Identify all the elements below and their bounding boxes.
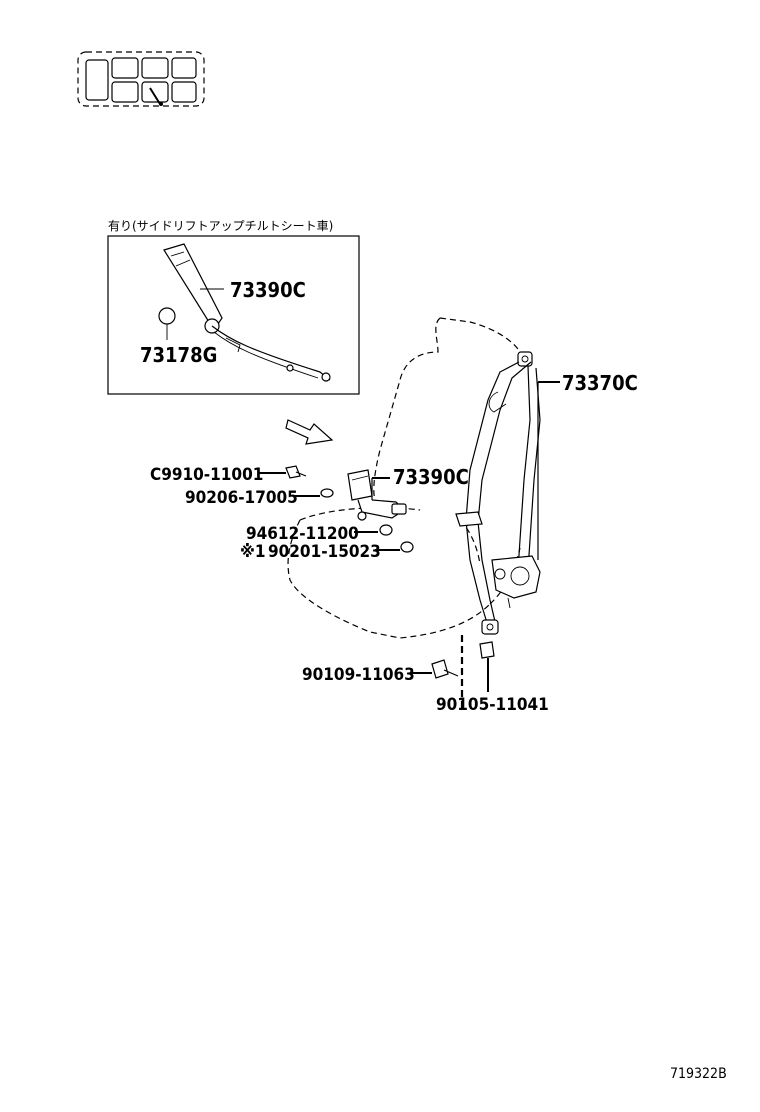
callout-bolt-90109: 90109-11063 [302, 665, 415, 685]
callout-bolt-90105: 90105-11041 [436, 695, 549, 715]
nut-94612 [354, 524, 393, 536]
direction-arrow-icon [285, 419, 334, 445]
callout-nut-90201-mark: ※1 [240, 542, 266, 562]
inset-box: 有り(サイドリフトアップチルトシート車) 73390C 73178G [107, 219, 360, 395]
callout-buckle: 73390C [393, 465, 469, 489]
callout-nut-94612: 94612-11200 [246, 524, 359, 544]
callout-belt-assembly: 73370C [562, 371, 638, 395]
callout-washer-90206: 90206-17005 [185, 488, 298, 508]
inset-note: 有り(サイドリフトアップチルトシート車) [108, 219, 333, 233]
inset-buckle-icon [163, 243, 223, 332]
buckle-icon [347, 469, 373, 501]
callout-bolt-c9910: C9910-11001 [150, 465, 263, 485]
washer-90206 [293, 488, 334, 498]
callout-inset-buckle: 73390C [230, 278, 306, 302]
callout-inset-cover: 73178G [140, 343, 217, 367]
callout-nut-90201: 90201-15023 [268, 542, 381, 562]
nut-90201 [375, 541, 414, 553]
buckle-assembly: 73390C [347, 465, 469, 521]
bolt-90109 [410, 659, 459, 679]
vehicle-seat-layout-icon [77, 51, 205, 107]
bolt-c9910 [258, 465, 307, 479]
figure-id: 719322B [670, 1066, 727, 1082]
inset-cover-icon [158, 307, 176, 325]
bolt-90105 [479, 641, 495, 692]
seat-belt-assembly: 73370C [455, 351, 638, 635]
